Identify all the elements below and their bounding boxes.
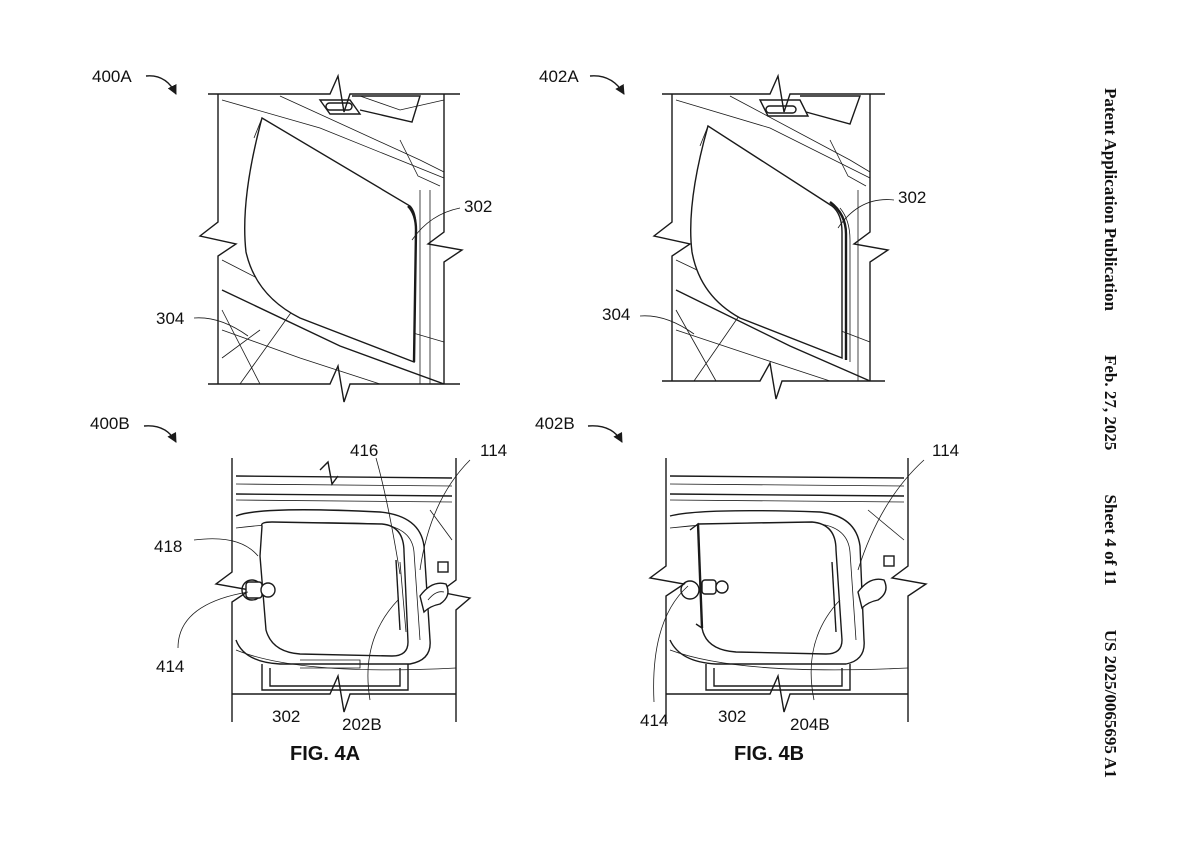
header-publication: Patent Application Publication [1101,88,1120,311]
figure-caption-4a: FIG. 4A [290,743,361,765]
figure-caption-4b: FIG. 4B [734,743,805,765]
leader-lines [143,75,925,703]
ref-414-view-402b: 414 [640,711,669,730]
view-400b-drawing [214,458,472,722]
ref-418: 418 [154,537,183,556]
ref-302-view-402a: 302 [898,188,927,207]
ref-414-view-400b: 414 [156,657,185,676]
ref-114-view-402b: 114 [932,441,960,460]
view-label-400a: 400A [92,67,132,86]
header-sheet: Sheet 4 of 11 [1101,494,1120,586]
ref-202b: 202B [342,715,382,734]
ref-114-view-400b: 114 [480,441,508,460]
ref-302-view-400b: 302 [272,707,301,726]
view-402b-drawing [648,458,928,722]
ref-416: 416 [350,441,379,460]
view-label-400b: 400B [90,414,130,433]
ref-204b: 204B [790,715,830,734]
ref-302-view-400a: 302 [464,197,493,216]
ref-302-view-402b: 302 [718,707,747,726]
patent-header: Patent Application Publication Feb. 27, … [1098,88,1122,778]
view-label-402b: 402B [535,414,575,433]
view-label-402a: 402A [539,67,579,86]
view-402a-drawing [652,73,890,400]
view-400a-drawing [198,73,464,403]
ref-304-view-402a: 304 [602,305,631,324]
ref-304-view-400a: 304 [156,309,185,328]
header-number: US 2025/0065695 A1 [1101,629,1120,778]
header-date: Feb. 27, 2025 [1101,355,1120,451]
